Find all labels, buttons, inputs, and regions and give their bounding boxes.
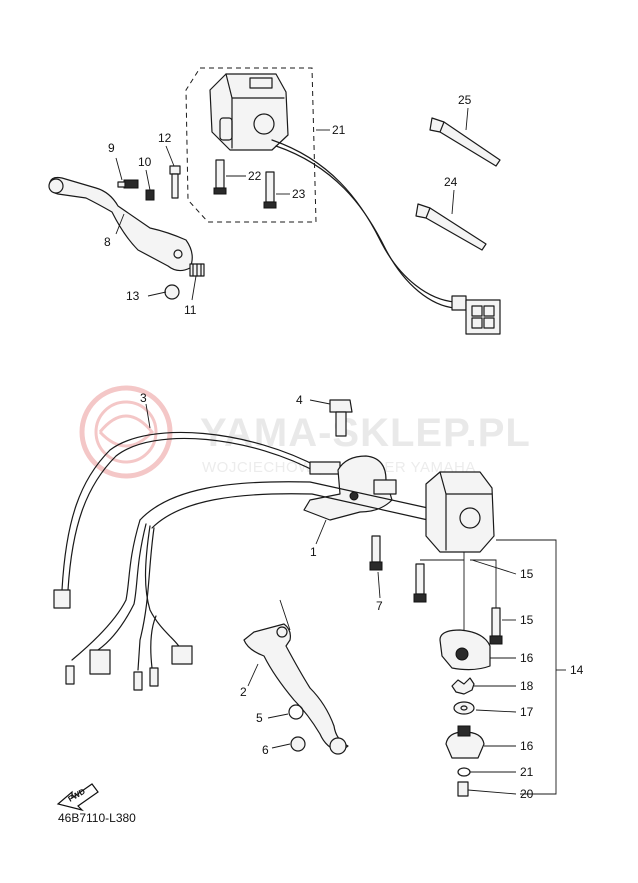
washer-18 [453,701,475,715]
bolt-12 [169,165,181,199]
callout-15-a: 15 [520,567,534,581]
bolt-9 [117,179,139,189]
callout-11: 11 [184,303,197,317]
callout-23: 22 [248,169,262,183]
wire-connector-upper [451,295,501,335]
knob-16 [445,725,485,759]
connector-a [89,649,111,675]
lever-holder [303,455,397,521]
wire-harness [65,519,193,691]
forward-direction-marker: FWD [56,783,99,812]
callout-12: 12 [158,131,172,145]
handlebar-switch-upper [209,73,289,151]
screw-20 [457,781,469,797]
terminal-a [65,665,75,685]
callout-16: 16 [520,739,534,753]
callout-17: 16 [520,651,534,665]
switch-cable-upper [271,139,456,303]
nut-6 [290,736,306,752]
callout-10: 10 [138,155,152,169]
callout-25: 24 [444,175,458,189]
nut-13 [164,284,180,300]
screw-15-a [413,563,427,603]
callout-8: 8 [104,235,111,249]
diagram-reference-code: 46B7110-L380 [58,811,136,825]
callout-18: 17 [520,705,534,719]
group-bracket-14 [496,539,557,795]
callout-3: 3 [140,391,147,405]
cable-tie-25 [415,203,487,251]
callout-15-b: 15 [520,613,534,627]
handlebar-switch-lower [425,471,495,553]
callout-26: 25 [458,93,472,107]
bolt-4 [329,399,353,437]
callout-1: 1 [310,545,317,559]
lever-lower [243,623,349,755]
callout-13: 13 [126,289,140,303]
screw-24 [263,171,277,209]
callout-19: 18 [520,679,534,693]
spring-11 [189,263,205,277]
switch-assembly-boundary [185,67,317,223]
callout-14: 14 [570,663,584,677]
washer-21 [457,767,471,777]
cable-end-3 [53,589,71,609]
screw-23 [213,159,227,195]
connector-b [171,645,193,665]
callout-2: 2 [240,685,247,699]
callouts: 9 10 12 8 11 13 22 23 21 25 24 3 4 1 7 2… [104,93,584,801]
watermark-title: YAMA-SKLEP.PL [200,411,531,455]
callout-7: 7 [376,599,383,613]
callout-9: 9 [108,141,115,155]
callout-4: 4 [296,393,303,407]
nut-10 [145,189,155,201]
knob-17 [439,629,491,671]
callout-6: 6 [262,743,269,757]
callout-22: 21 [332,123,346,137]
callout-20: 20 [520,787,534,801]
watermark: YAMA-SKLEP.PL WOJCIECHOWSKI DEALER YAMAH… [79,385,531,479]
watermark-logo [79,385,173,479]
cable-3 [61,431,321,591]
o-ring-5 [288,704,304,720]
screw-7 [369,535,383,571]
screw-15-b [489,607,503,645]
leader-lines [115,107,566,795]
handlebar-tube [139,481,429,521]
terminal-c [149,667,159,687]
callout-21: 21 [520,765,534,779]
terminal-b [133,671,143,691]
washer-19 [451,677,475,695]
callout-5: 5 [256,711,263,725]
lever-upper [48,176,193,272]
callout-24: 23 [292,187,306,201]
cable-tie-26 [429,117,501,167]
